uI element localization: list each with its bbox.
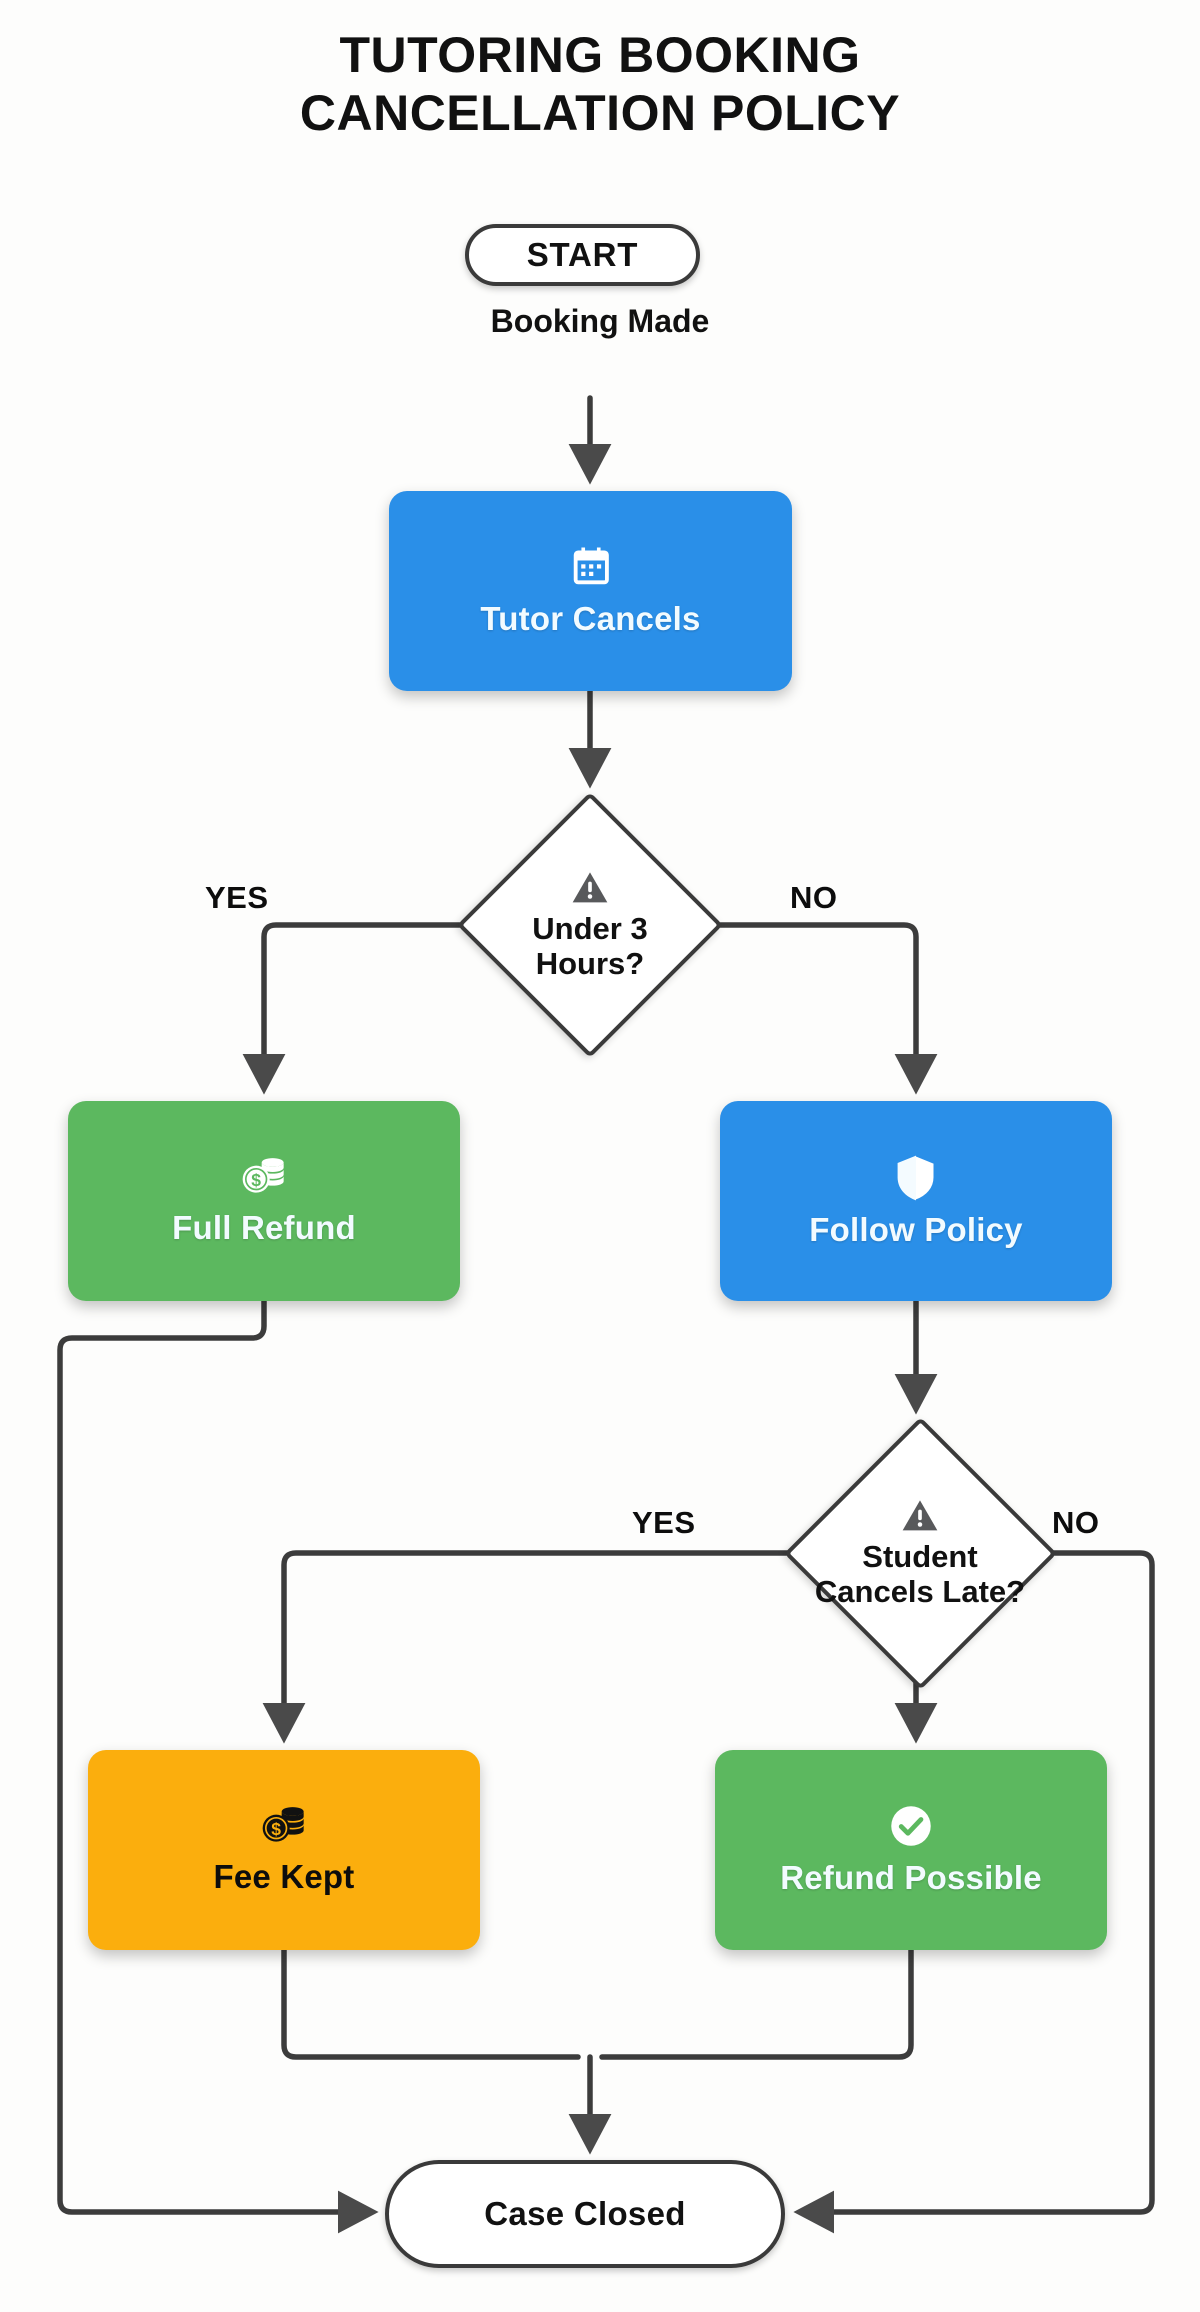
- start-label: START: [526, 236, 639, 273]
- page-title: TUTORING BOOKING CANCELLATION POLICY: [0, 26, 1200, 142]
- check-circle-icon: [888, 1803, 934, 1849]
- diamond-outline: [784, 1416, 1057, 1690]
- shield-icon: [894, 1153, 938, 1202]
- branch-label-yes-under3: YES: [205, 880, 269, 915]
- node-label: Refund Possible: [780, 1859, 1042, 1896]
- calendar-icon: [568, 544, 614, 590]
- node-full-refund[interactable]: $ Full Refund: [68, 1101, 460, 1301]
- coins-icon: $: [239, 1155, 289, 1199]
- diamond-outline: [457, 792, 723, 1058]
- coins-icon: $: [259, 1804, 309, 1848]
- node-tutor-cancels[interactable]: Tutor Cancels: [389, 491, 792, 691]
- edge-fee-kept-to-merge: [281, 1947, 581, 2060]
- end-label: Case Closed: [484, 2195, 686, 2232]
- node-label: Fee Kept: [213, 1858, 355, 1895]
- svg-text:$: $: [271, 1819, 281, 1839]
- branch-label-no-student-late: NO: [1052, 1505, 1100, 1540]
- branch-label-no-under3: NO: [790, 880, 838, 915]
- node-label: Follow Policy: [809, 1211, 1023, 1248]
- node-refund-possible[interactable]: Refund Possible: [715, 1750, 1107, 1950]
- node-fee-kept[interactable]: $ Fee Kept: [88, 1750, 480, 1950]
- edge-refund-possible-to-merge: [599, 1947, 914, 2060]
- end-terminator-case-closed[interactable]: Case Closed: [385, 2160, 785, 2268]
- branch-label-yes-student-late: YES: [632, 1505, 696, 1540]
- svg-text:$: $: [251, 1170, 261, 1190]
- start-sublabel: Booking Made: [490, 303, 710, 339]
- decision-student-cancels-late[interactable]: Student Cancels Late?: [740, 1416, 1100, 1690]
- start-terminator[interactable]: START: [465, 224, 700, 286]
- node-label: Tutor Cancels: [480, 600, 701, 637]
- node-label: Full Refund: [172, 1209, 356, 1246]
- title-line-1: TUTORING BOOKING: [339, 27, 861, 83]
- node-follow-policy[interactable]: Follow Policy: [720, 1101, 1112, 1301]
- decision-under-3-hours[interactable]: Under 3 Hours?: [410, 792, 770, 1058]
- title-line-2: CANCELLATION POLICY: [299, 85, 901, 141]
